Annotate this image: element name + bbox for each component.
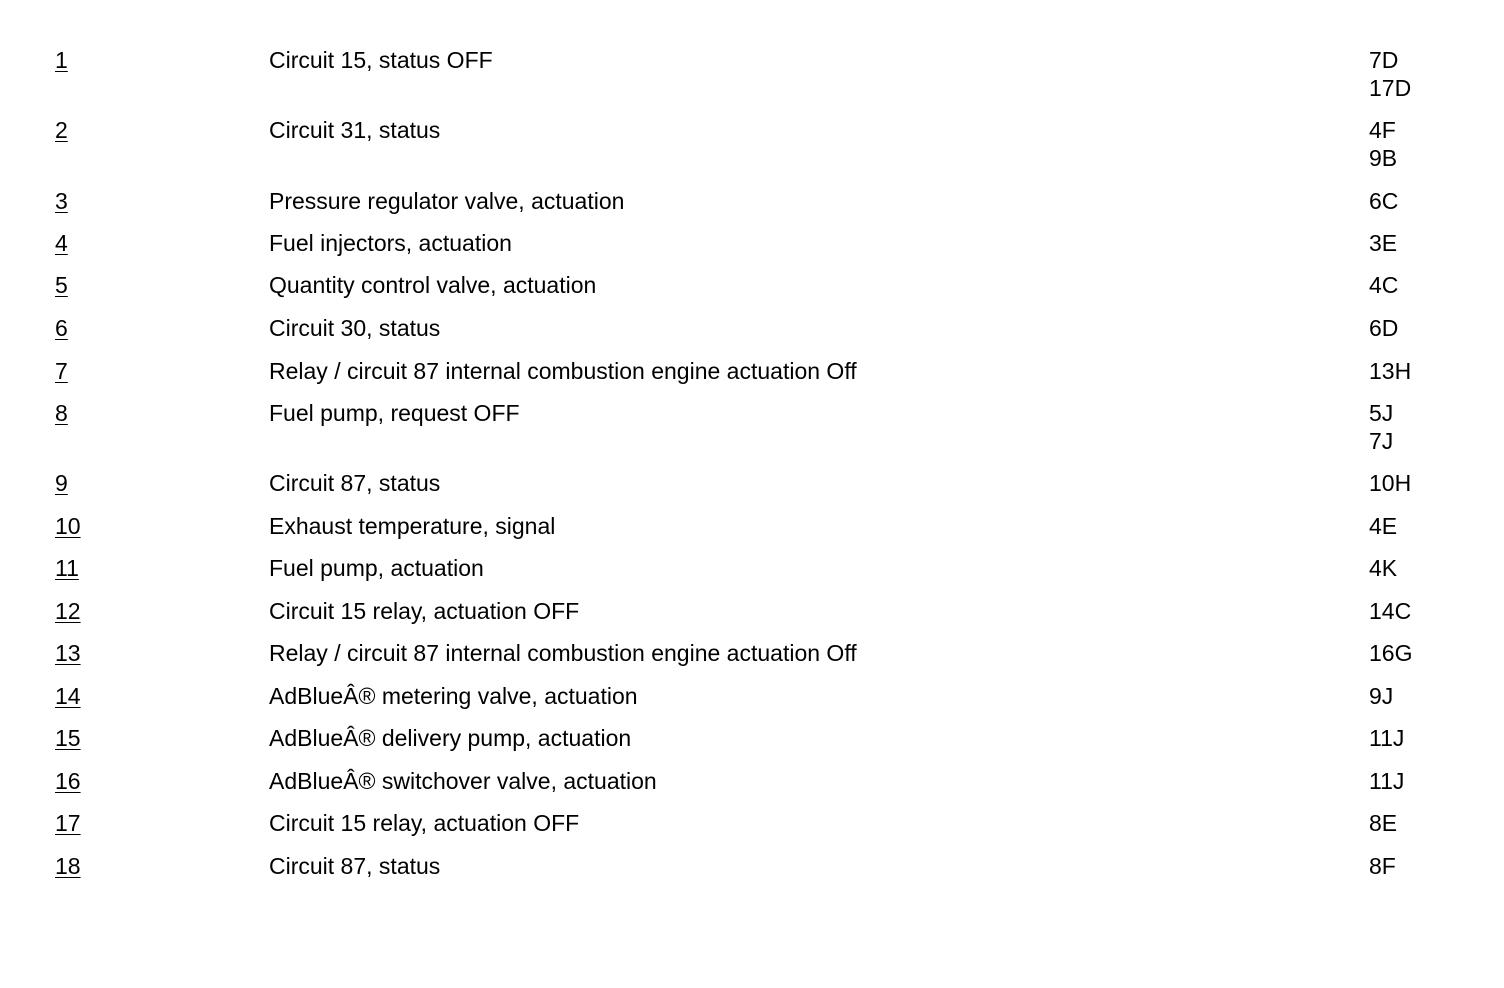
legend-ref: 6C <box>1369 188 1399 214</box>
legend-ref: 6D <box>1369 315 1399 341</box>
legend-number-link[interactable]: 2 <box>55 117 68 143</box>
legend-description: Relay / circuit 87 internal combustion e… <box>269 358 857 384</box>
legend-ref: 4K <box>1369 555 1398 581</box>
legend-number-link[interactable]: 7 <box>55 358 68 384</box>
legend-ref: 7J <box>1369 428 1394 454</box>
legend-refs: 11J <box>1369 767 1404 795</box>
legend-refs: 4E <box>1369 512 1397 540</box>
legend-refs: 3E <box>1369 229 1397 257</box>
legend-number-link[interactable]: 12 <box>55 598 81 624</box>
legend-number-link[interactable]: 14 <box>55 683 81 709</box>
legend-number-link[interactable]: 4 <box>55 230 68 256</box>
legend-number-link[interactable]: 1 <box>55 47 68 73</box>
legend-ref: 10H <box>1369 470 1412 496</box>
legend-refs: 6D <box>1369 314 1398 342</box>
legend-description: Circuit 30, status <box>269 315 441 341</box>
legend-number-link[interactable]: 9 <box>55 470 68 496</box>
legend-number-link[interactable]: 11 <box>55 555 79 581</box>
legend-ref: 8F <box>1369 853 1396 879</box>
legend-description: Circuit 15 relay, actuation OFF <box>269 598 580 624</box>
legend-ref: 8E <box>1369 810 1398 836</box>
legend-ref: 11J <box>1369 725 1405 751</box>
legend-description: Circuit 15 relay, actuation OFF <box>269 810 580 836</box>
legend-description: AdBlueÂ® switchover valve, actuation <box>269 768 657 794</box>
legend-ref: 13H <box>1369 358 1412 384</box>
legend-refs: 14C <box>1369 597 1411 625</box>
legend-description: Fuel pump, request OFF <box>269 400 520 426</box>
legend-description: AdBlueÂ® metering valve, actuation <box>269 683 638 709</box>
legend-number-link[interactable]: 16 <box>55 768 81 794</box>
legend-number-link[interactable]: 5 <box>55 272 68 298</box>
legend-refs: 6C <box>1369 187 1398 215</box>
legend-description: Relay / circuit 87 internal combustion e… <box>269 640 857 666</box>
legend-ref: 17D <box>1369 75 1412 101</box>
legend-description: Circuit 87, status <box>269 470 441 496</box>
legend-ref: 9B <box>1369 145 1398 171</box>
legend-refs: 5J 7J <box>1369 399 1393 455</box>
legend-description: Circuit 31, status <box>269 117 441 143</box>
legend-description: Pressure regulator valve, actuation <box>269 188 625 214</box>
legend-ref: 14C <box>1369 598 1412 624</box>
legend-ref: 3E <box>1369 230 1398 256</box>
legend-refs: 9J <box>1369 682 1393 710</box>
legend-refs: 4F 9B <box>1369 116 1397 172</box>
legend-refs: 16G <box>1369 639 1412 667</box>
legend-number-link[interactable]: 8 <box>55 400 68 426</box>
legend-ref: 4E <box>1369 513 1398 539</box>
legend-description: Exhaust temperature, signal <box>269 513 556 539</box>
legend-description: Fuel pump, actuation <box>269 555 484 581</box>
legend-ref: 5J <box>1369 400 1394 426</box>
legend-description: Fuel injectors, actuation <box>269 230 512 256</box>
legend-description: Quantity control valve, actuation <box>269 272 597 298</box>
legend-number-link[interactable]: 15 <box>55 725 81 751</box>
legend-number-link[interactable]: 17 <box>55 810 81 836</box>
legend-number-link[interactable]: 18 <box>55 853 81 879</box>
legend-refs: 10H <box>1369 469 1411 497</box>
legend-number-link[interactable]: 13 <box>55 640 81 666</box>
legend-refs: 4K <box>1369 554 1397 582</box>
legend-description: Circuit 87, status <box>269 853 441 879</box>
legend-description: Circuit 15, status OFF <box>269 47 493 73</box>
legend-number-link[interactable]: 10 <box>55 513 81 539</box>
legend-refs: 11J <box>1369 724 1404 752</box>
legend-refs: 7D 17D <box>1369 46 1411 102</box>
legend-number-link[interactable]: 3 <box>55 188 68 214</box>
legend-refs: 13H <box>1369 357 1411 385</box>
legend-description: AdBlueÂ® delivery pump, actuation <box>269 725 632 751</box>
legend-refs: 4C <box>1369 271 1398 299</box>
legend-ref: 7D <box>1369 47 1399 73</box>
legend-ref: 11J <box>1369 768 1405 794</box>
legend-number-link[interactable]: 6 <box>55 315 68 341</box>
legend-refs: 8F <box>1369 852 1396 880</box>
legend-ref: 16G <box>1369 640 1413 666</box>
legend-refs: 8E <box>1369 809 1397 837</box>
legend-ref: 4F <box>1369 117 1396 143</box>
legend-ref: 4C <box>1369 272 1399 298</box>
legend-ref: 9J <box>1369 683 1394 709</box>
